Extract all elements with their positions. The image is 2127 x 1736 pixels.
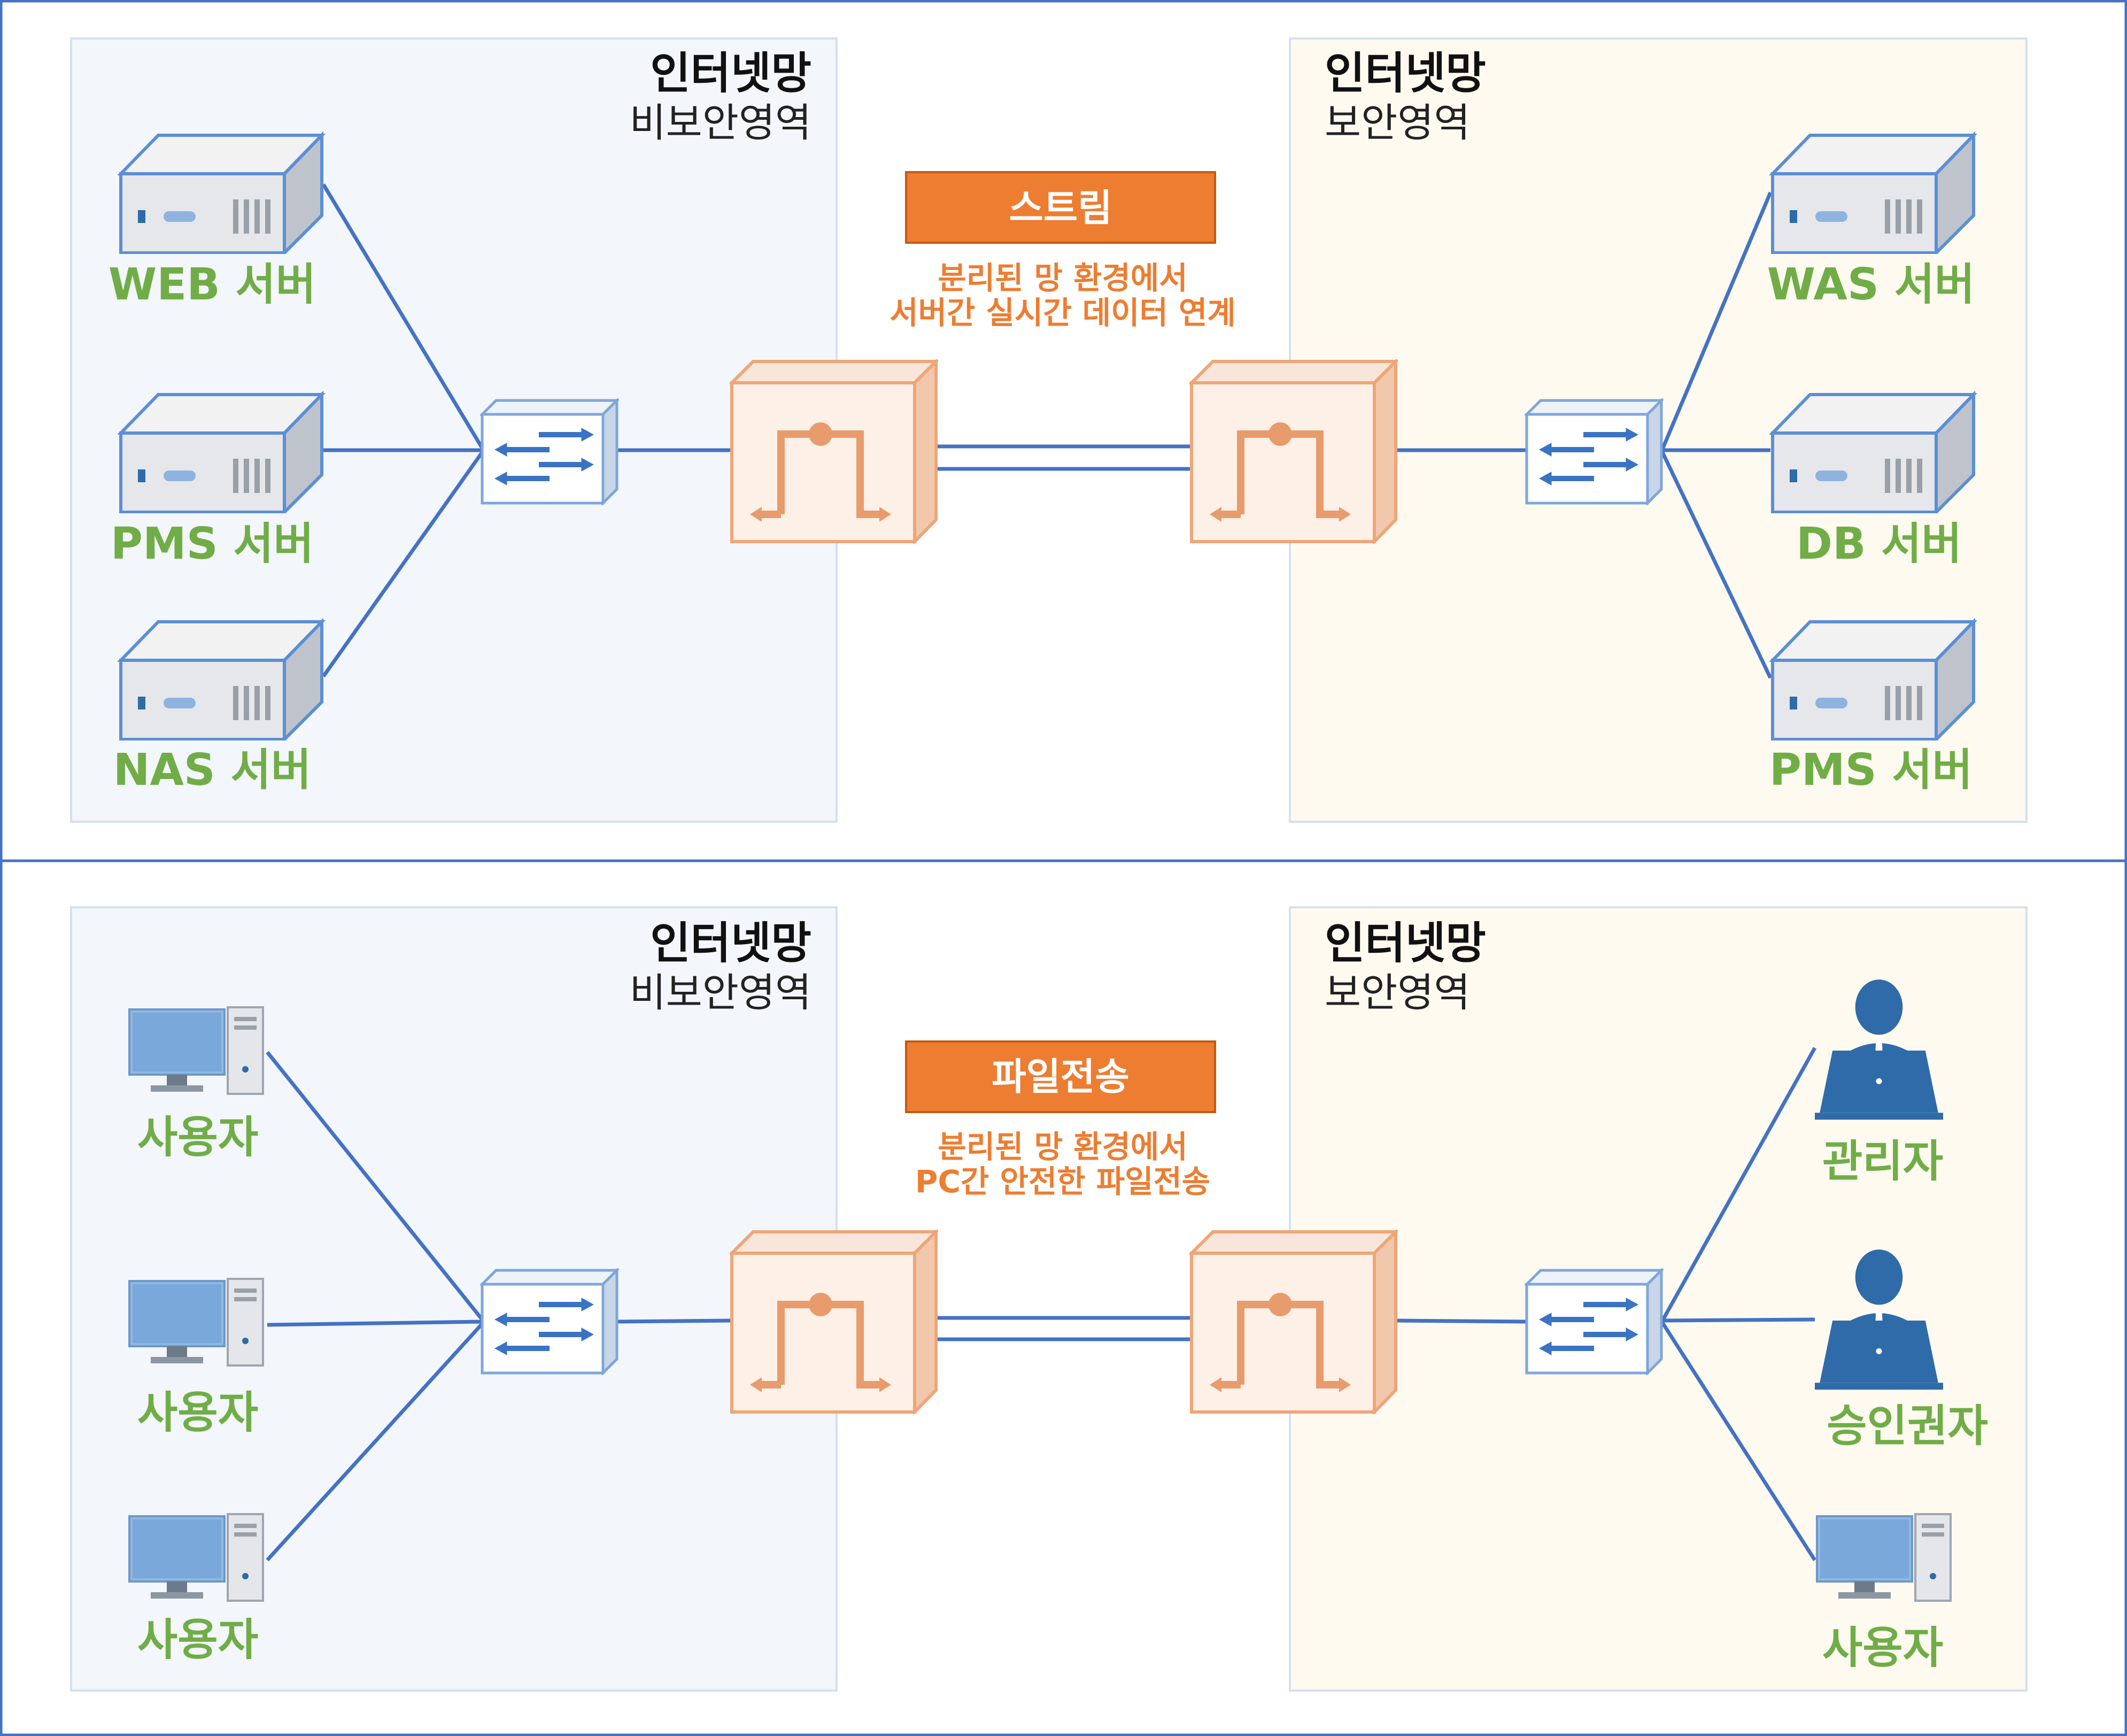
node-label: 사용자 <box>137 1387 258 1438</box>
node-label: WEB 서버 <box>109 259 316 310</box>
server-icon <box>121 135 322 253</box>
zone-subtitle-right: 보안영역 <box>1325 100 1470 146</box>
zone-title-right: 인터넷망 <box>1325 918 1486 969</box>
zone-subtitle-left: 비보안영역 <box>630 100 811 146</box>
zone-title-left: 인터넷망 <box>650 918 811 969</box>
node-label: PMS 서버 <box>1769 745 1973 796</box>
network-switch-icon <box>482 400 617 503</box>
server-icon <box>121 395 322 512</box>
server-icon <box>1773 395 1974 512</box>
network-switch-icon <box>1527 1270 1661 1373</box>
panel-stream: 인터넷망 비보안영역 인터넷망 보안영역 WEB 서버 PMS 서버 NAS 서… <box>70 37 2028 823</box>
node-label: 사용자 <box>1822 1623 1943 1673</box>
server-icon <box>121 622 322 739</box>
node-label: 승인권자 <box>1827 1401 1988 1452</box>
description-line: 서버간 실시간 데이터 연계 <box>890 295 1236 331</box>
network-switch-icon <box>1527 400 1661 503</box>
zone-title-left: 인터넷망 <box>650 48 811 99</box>
file-transfer-banner <box>905 1040 1216 1113</box>
node-label: NAS 서버 <box>113 745 312 796</box>
panel-file-transfer: 인터넷망 비보안영역 인터넷망 보안영역 사용자 사용자 사용자 <box>70 906 2028 1692</box>
gateway-appliance-icon <box>732 1232 936 1412</box>
node-label: PMS 서버 <box>111 519 314 569</box>
node-label: 사용자 <box>137 1615 258 1665</box>
description-line: 분리된 망 환경에서 <box>938 260 1187 296</box>
file-transfer-banner-label: 파일전송 <box>992 1055 1130 1099</box>
node-label: 사용자 <box>137 1112 258 1163</box>
gateway-appliance-icon <box>1192 1232 1396 1412</box>
stream-banner <box>905 171 1216 244</box>
node-label: WAS 서버 <box>1767 259 1975 310</box>
zone-title-right: 인터넷망 <box>1325 48 1486 99</box>
description-line: 분리된 망 환경에서 <box>938 1129 1187 1165</box>
description-line: PC간 안전한 파일전송 <box>915 1163 1210 1200</box>
server-icon <box>1773 135 1974 253</box>
node-label: 관리자 <box>1822 1136 1943 1187</box>
gateway-appliance-icon <box>732 361 936 542</box>
node-label: DB 서버 <box>1796 519 1962 569</box>
connection-lines <box>322 183 1773 679</box>
zone-subtitle-left: 비보안영역 <box>630 970 811 1016</box>
zone-subtitle-right: 보안영역 <box>1325 970 1470 1016</box>
gateway-appliance-icon <box>1192 361 1396 542</box>
network-switch-icon <box>482 1270 617 1373</box>
connection-lines <box>266 1047 1817 1562</box>
server-icon <box>1773 622 1974 739</box>
stream-banner-label: 스트림 <box>1009 186 1112 230</box>
